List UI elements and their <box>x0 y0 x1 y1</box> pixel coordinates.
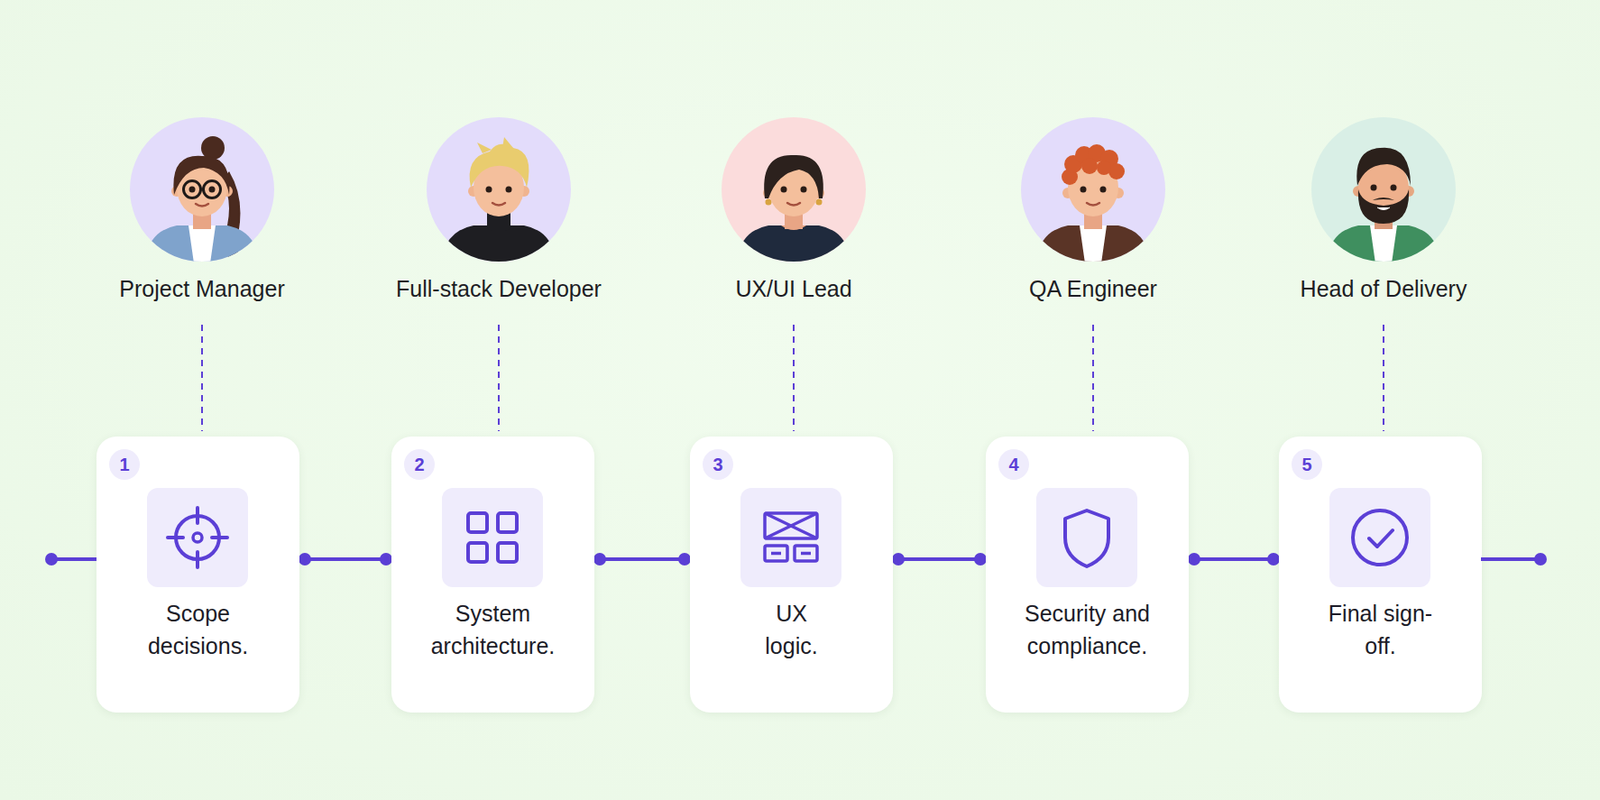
role-node: Project Manager <box>66 117 338 312</box>
role-label: QA Engineer <box>957 275 1229 303</box>
role-node: QA Engineer <box>957 117 1229 312</box>
connector-dot <box>974 552 987 566</box>
timeline-end <box>1480 552 1547 566</box>
connector-dot <box>678 552 691 566</box>
wireframe-icon <box>740 487 842 588</box>
step-card: 5Final sign-off. <box>1278 436 1482 713</box>
dashed-connector <box>1382 324 1385 432</box>
connector-group <box>793 324 795 432</box>
timeline-connector <box>898 557 981 561</box>
role-label: Project Manager <box>66 275 338 303</box>
connector-group <box>593 552 691 566</box>
role-node: Full-stack Developer <box>363 117 635 312</box>
avatar-illustration <box>721 117 866 264</box>
avatar-illustration <box>1020 117 1166 264</box>
step-number: 3 <box>702 449 734 480</box>
check-icon <box>1329 487 1431 588</box>
step-number: 1 <box>109 449 140 480</box>
timeline-connector <box>304 557 387 561</box>
role-node: Head of Delivery <box>1248 117 1519 312</box>
step-description: Scope decisions. <box>130 597 267 663</box>
step-card: 1Scope decisions. <box>96 436 300 713</box>
timeline-connector <box>1194 557 1274 561</box>
connector-dot <box>1187 552 1201 566</box>
connector-group <box>298 552 393 566</box>
step-description: Security and compliance. <box>1003 597 1171 663</box>
role-label: Full-stack Developer <box>363 275 635 303</box>
role-label: UX/UI Lead <box>658 275 929 303</box>
dashed-connector <box>497 324 500 432</box>
avatar-illustration <box>129 117 275 264</box>
dashed-connector <box>792 324 795 432</box>
step-description: System architecture. <box>413 597 572 663</box>
timeline-start <box>45 552 97 566</box>
step-number: 5 <box>1291 449 1323 480</box>
connector-group <box>498 324 500 432</box>
avatar-illustration <box>1311 117 1456 264</box>
dashed-connector <box>201 324 203 432</box>
connector-group <box>1383 324 1385 432</box>
step-card: 2System architecture. <box>391 436 595 713</box>
dashed-connector <box>1092 324 1095 432</box>
connector-dot <box>593 552 607 566</box>
connector-group <box>1093 324 1095 432</box>
role-label: Head of Delivery <box>1248 275 1519 303</box>
connector-dot <box>379 552 393 566</box>
step-number: 2 <box>404 449 435 480</box>
step-card: 4Security and compliance. <box>985 436 1189 713</box>
connector-group <box>202 324 203 432</box>
connector-group <box>1187 552 1280 566</box>
shield-icon <box>1036 487 1138 588</box>
step-description: Final sign-off. <box>1322 597 1440 663</box>
grid-icon <box>441 487 543 588</box>
connector-group <box>891 552 987 566</box>
connector-dot <box>891 552 905 566</box>
connector-dot <box>1267 552 1280 566</box>
role-node: UX/UI Lead <box>658 117 929 312</box>
step-card: 3 UX logic. <box>689 436 893 713</box>
timeline-connector <box>599 557 685 561</box>
step-description: UX logic. <box>755 597 828 663</box>
step-number: 4 <box>998 449 1030 480</box>
avatar-illustration <box>426 117 571 264</box>
target-icon <box>147 487 249 588</box>
connector-dot <box>298 552 312 566</box>
